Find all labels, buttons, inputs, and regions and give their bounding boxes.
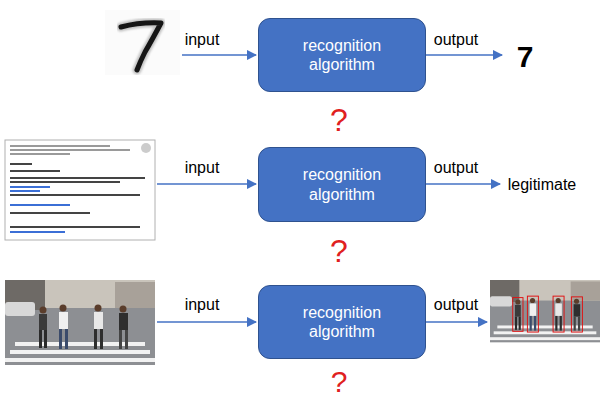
output-arrow xyxy=(420,54,502,56)
box-label: recognition algorithm xyxy=(259,159,425,209)
output-digit: 7 xyxy=(517,40,534,73)
input-arrow xyxy=(182,54,256,56)
process-box: recognition algorithm xyxy=(258,18,426,92)
question-mark: ? xyxy=(330,103,348,138)
box-text-group: recognition algorithm xyxy=(259,30,425,80)
box-text-group: recognition algorithm xyxy=(259,297,425,347)
email-screenshot xyxy=(5,140,155,240)
detected-street-photo xyxy=(490,280,600,342)
digit-image xyxy=(105,10,180,75)
output-class: legitimate xyxy=(508,176,576,194)
question-mark: ? xyxy=(330,234,348,269)
box-label: recognition algorithm xyxy=(259,30,425,80)
process-box: recognition algorithm xyxy=(258,147,426,222)
arrow-label: output xyxy=(434,159,478,177)
box-label: recognition algorithm xyxy=(259,297,425,347)
output-arrow xyxy=(420,321,487,323)
process-box: recognition algorithm xyxy=(258,285,426,359)
arrow-label: output xyxy=(434,31,478,49)
arrow-label: output xyxy=(434,296,478,314)
input-arrow xyxy=(157,183,256,185)
input-arrow xyxy=(157,321,256,323)
box-text-group: recognition algorithm xyxy=(259,159,425,209)
arrow-label: input xyxy=(185,159,220,177)
street-photo xyxy=(5,280,155,365)
arrow-label: input xyxy=(185,31,220,49)
arrow-label: input xyxy=(185,296,220,314)
output-arrow xyxy=(420,183,500,185)
question-mark: ? xyxy=(331,365,348,398)
